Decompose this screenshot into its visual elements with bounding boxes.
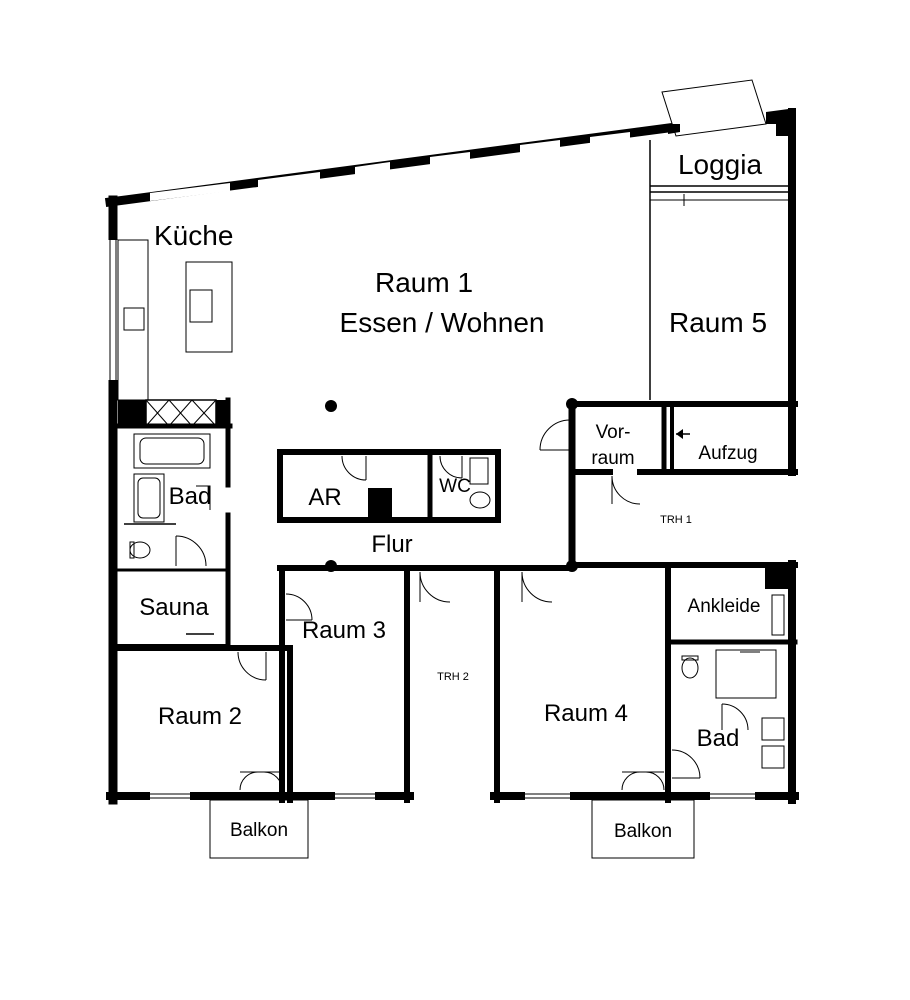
label-trh1: TRH 1 — [660, 514, 692, 526]
label-raum2: Raum 2 — [158, 703, 242, 730]
label-raum3: Raum 3 — [302, 617, 386, 644]
label-raum1: Raum 1 — [375, 267, 473, 298]
label-loggia: Loggia — [678, 149, 763, 180]
loggia-area — [649, 79, 790, 400]
label-essen-wohnen: Essen / Wohnen — [340, 307, 545, 338]
label-vorraum-1: Vor- — [596, 422, 631, 443]
balcony-right — [591, 799, 695, 859]
label-bad-right: Bad — [697, 725, 740, 752]
label-wc: WC — [439, 476, 471, 497]
label-balkon-left: Balkon — [230, 820, 288, 841]
west-window — [108, 240, 118, 380]
balconies — [209, 799, 695, 859]
label-raum5: Raum 5 — [669, 307, 767, 338]
label-ar: AR — [308, 484, 341, 511]
core-east — [539, 398, 798, 564]
label-flur: Flur — [371, 531, 412, 558]
label-raum4: Raum 4 — [544, 700, 628, 727]
room-labels: Küche Raum 1 Essen / Wohnen Loggia Raum … — [139, 149, 767, 842]
label-trh2: TRH 2 — [437, 671, 469, 683]
lower-rooms — [115, 560, 798, 803]
ar-wc-block — [277, 449, 501, 523]
label-bad-left: Bad — [169, 483, 212, 510]
outer-walls — [104, 108, 799, 805]
label-aufzug: Aufzug — [698, 443, 757, 464]
label-kueche: Küche — [154, 220, 233, 251]
label-balkon-right: Balkon — [614, 821, 672, 842]
balcony-left — [209, 799, 309, 859]
label-ankleide: Ankleide — [688, 596, 761, 617]
label-vorraum-2: raum — [591, 448, 634, 469]
label-sauna: Sauna — [139, 594, 209, 621]
north-windows — [150, 132, 630, 201]
